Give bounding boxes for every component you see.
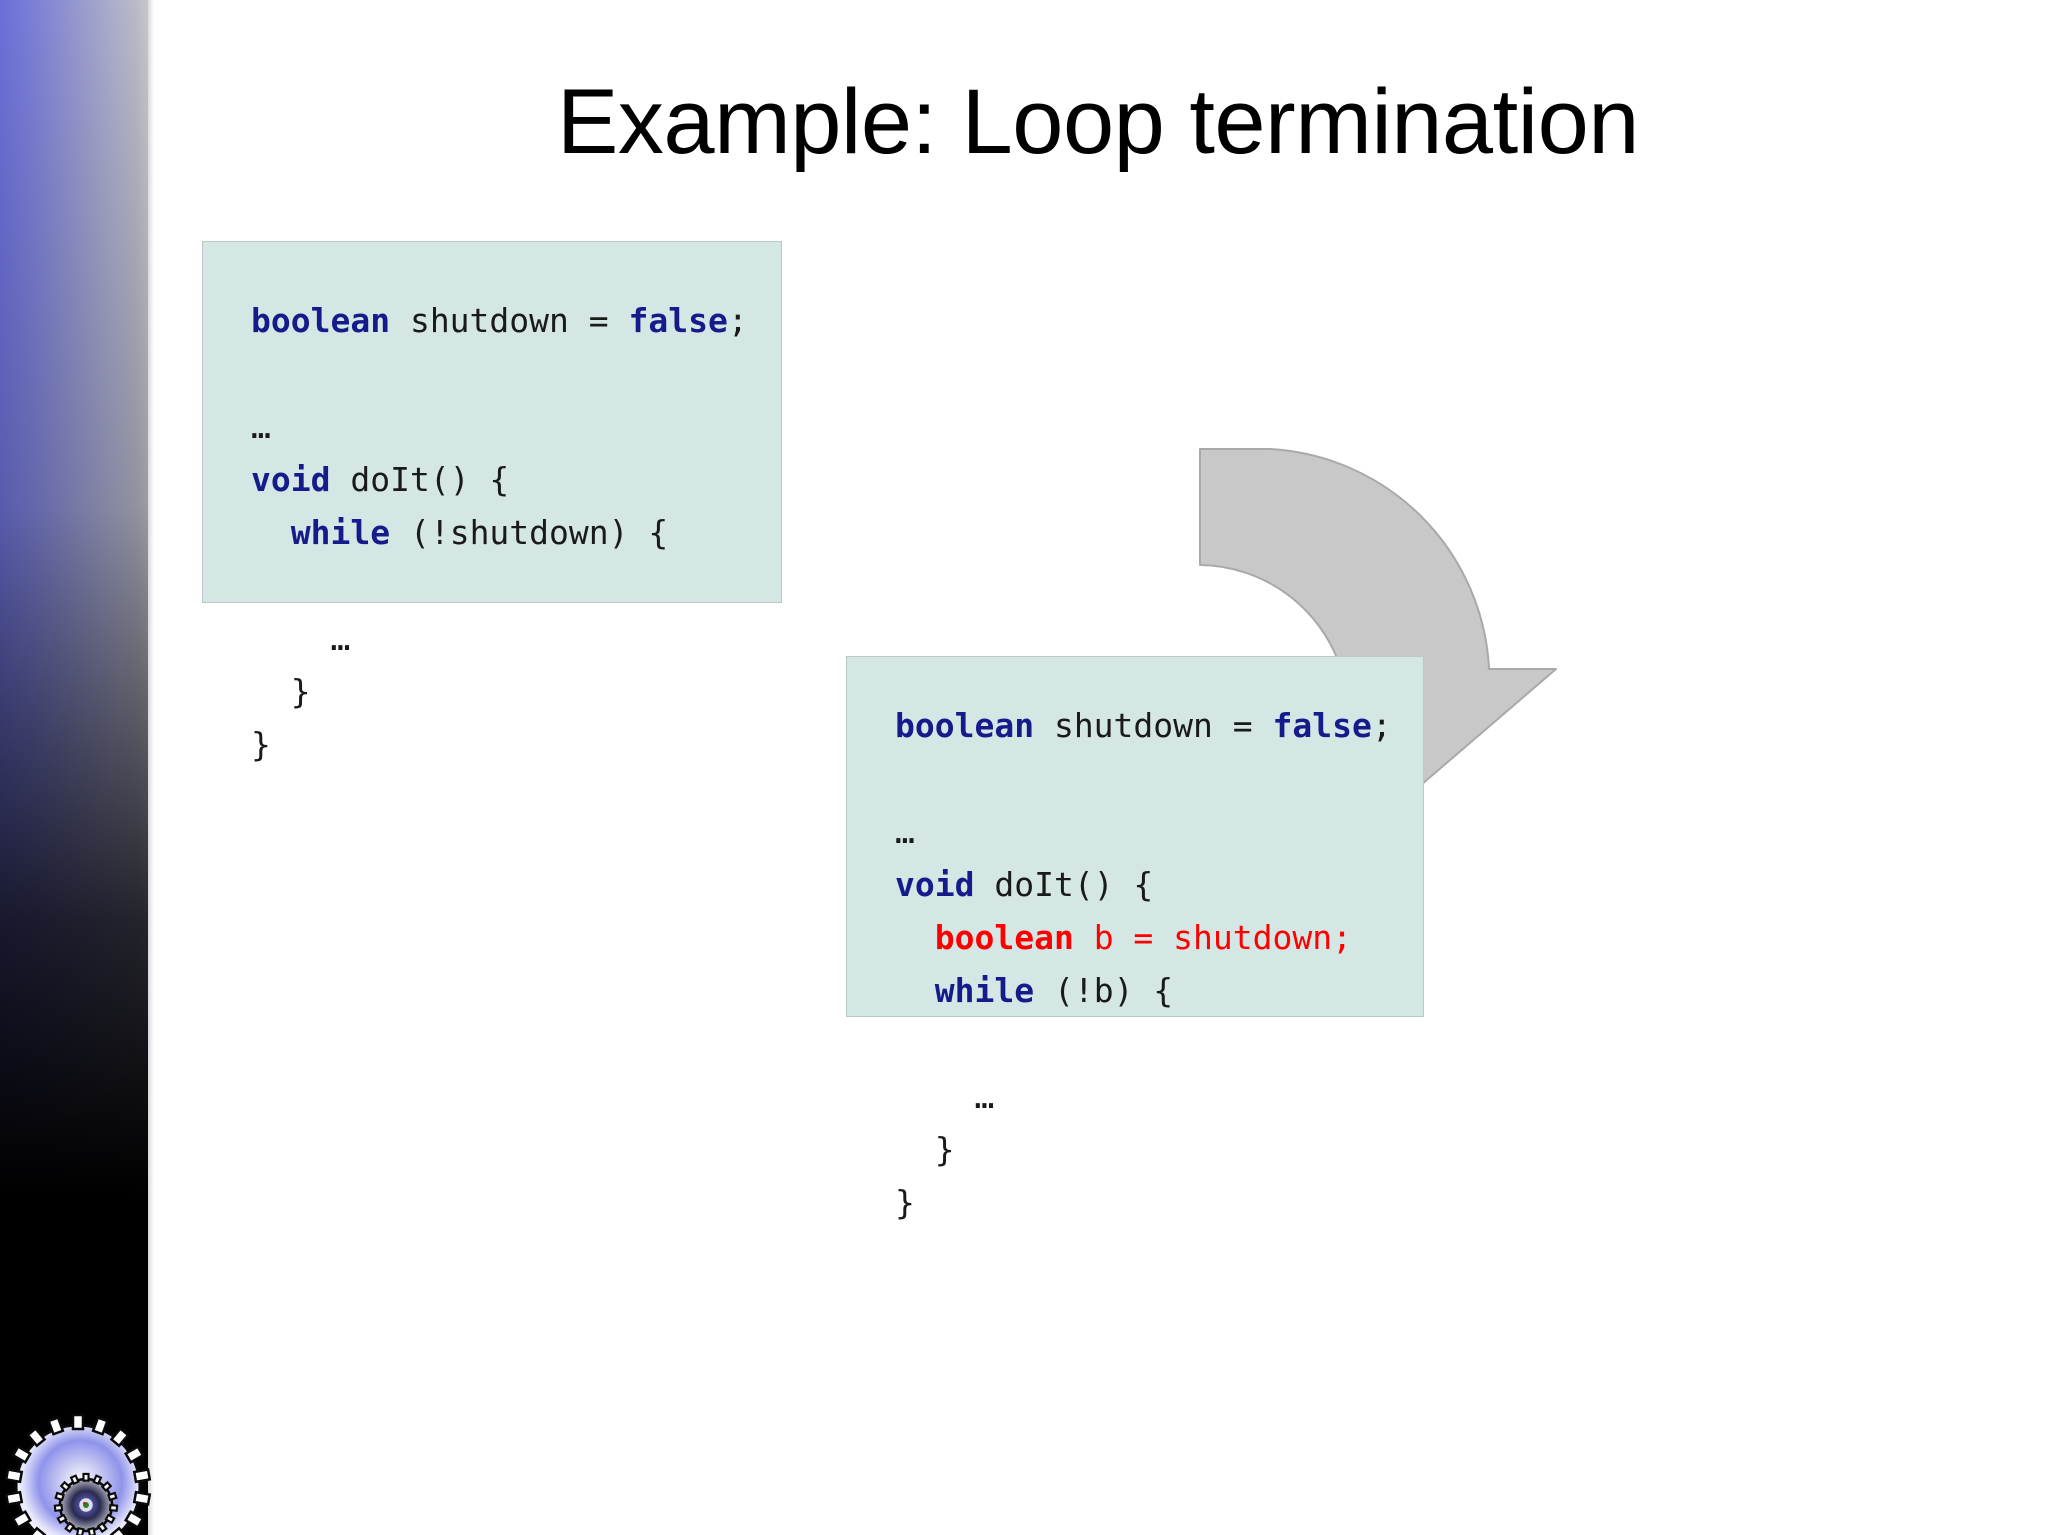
code-text-before: boolean shutdown = false; … void doIt() … [251, 301, 748, 764]
sidebar-edge-highlight [148, 0, 154, 1535]
code-text-after: boolean shutdown = false; … void doIt() … [895, 706, 1392, 1222]
code-block-after: boolean shutdown = false; … void doIt() … [846, 656, 1424, 1222]
decorative-gradient-bar [0, 0, 148, 1535]
code-block-before: boolean shutdown = false; … void doIt() … [202, 241, 782, 764]
page-title: Example: Loop termination [557, 71, 1639, 173]
gear-spiral-logo [0, 1383, 166, 1535]
curved-down-arrow [1178, 437, 1570, 795]
